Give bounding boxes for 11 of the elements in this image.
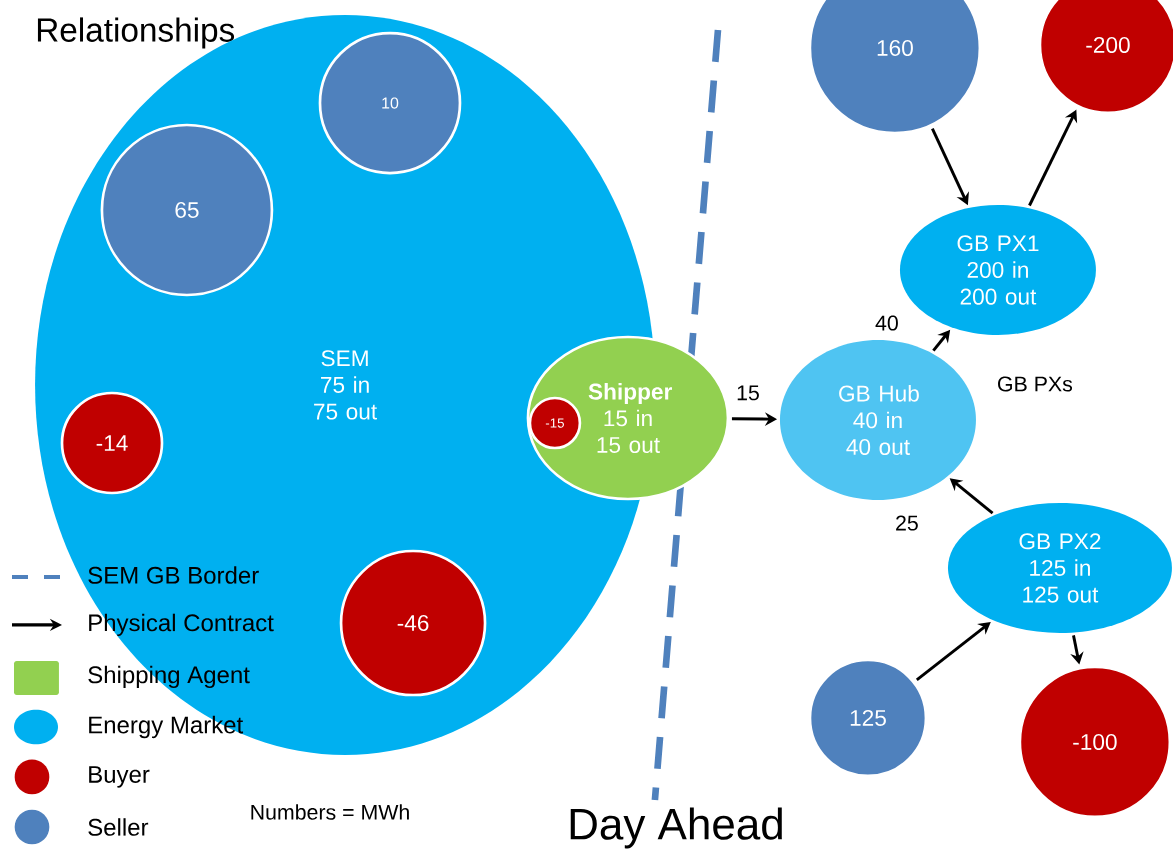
legend-item: Buyer — [14, 759, 150, 795]
edge-label: 15 — [734, 384, 762, 402]
legend-item: SEM GB Border — [12, 566, 259, 584]
title: Relationships — [37, 17, 235, 49]
edge-label: 25 — [893, 514, 921, 532]
edge-label: 40 — [873, 314, 901, 332]
units-note: Numbers = MWh — [251, 804, 409, 820]
arrow — [915, 622, 991, 681]
legend-item: Seller — [14, 809, 149, 845]
section-title: Day Ahead — [570, 807, 782, 849]
market-caption: GB PXs — [998, 376, 1073, 392]
